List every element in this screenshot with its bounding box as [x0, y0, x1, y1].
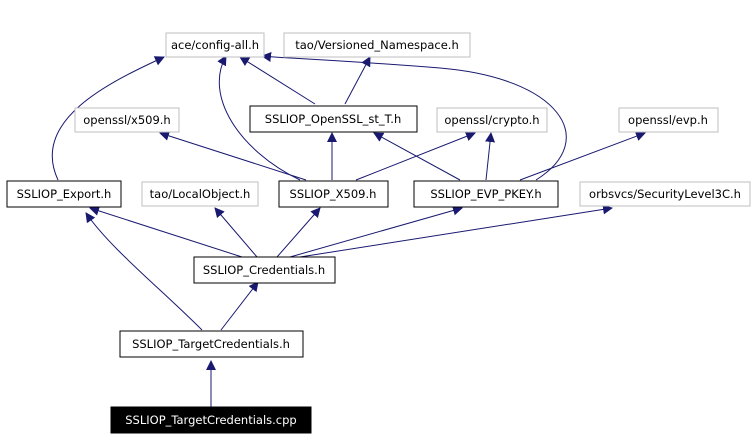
- node-label: tao/LocalObject.h: [150, 187, 251, 201]
- edge-x509-to-crypto: [355, 131, 476, 181]
- edge-targeth-to-credentials: [220, 281, 259, 331]
- node-openssl-x509[interactable]: openssl/x509.h: [74, 107, 180, 133]
- node-label: openssl/evp.h: [628, 113, 708, 127]
- node-label: SSLIOP_TargetCredentials.h: [132, 337, 290, 351]
- node-label: SSLIOP_Credentials.h: [203, 263, 325, 277]
- node-label: SSLIOP_TargetCredentials.cpp: [125, 413, 296, 427]
- node-openssl-crypto[interactable]: openssl/crypto.h: [436, 107, 548, 133]
- edge-evppkey-to-opensslst: [373, 132, 461, 181]
- edge-opensslst-to-versioned: [344, 56, 371, 105]
- edge-credentials-to-x509: [276, 207, 321, 258]
- node-ssliop-x509[interactable]: SSLIOP_X509.h: [278, 180, 389, 208]
- edge-credentials-to-export: [89, 206, 243, 258]
- node-label: openssl/crypto.h: [444, 113, 539, 127]
- edge-evppkey-to-crypto: [485, 132, 496, 181]
- edge-export-to-config: [51, 56, 165, 181]
- edge-credentials-to-securitylevel3c: [299, 204, 613, 258]
- edge-evppkey-to-config: [261, 52, 567, 181]
- node-label: orbsvcs/SecurityLevel3C.h: [589, 187, 741, 201]
- node-label: SSLIOP_EVP_PKEY.h: [430, 187, 541, 201]
- node-ssliop-targetcredentials-cpp[interactable]: SSLIOP_TargetCredentials.cpp: [110, 406, 312, 434]
- node-tao-versioned-namespace[interactable]: tao/Versioned_Namespace.h: [283, 32, 471, 58]
- edge-credentials-to-evppkey: [289, 205, 463, 258]
- node-ssliop-evp-pkey[interactable]: SSLIOP_EVP_PKEY.h: [413, 180, 559, 208]
- edge-opensslst-to-config: [239, 56, 316, 105]
- node-label: SSLIOP_X509.h: [290, 187, 377, 201]
- node-label: openssl/x509.h: [83, 113, 170, 127]
- node-label: tao/Versioned_Namespace.h: [295, 38, 459, 52]
- node-tao-localobject[interactable]: tao/LocalObject.h: [141, 181, 259, 207]
- edge-x509-to-openssl-x509: [159, 130, 307, 181]
- node-ace-config-all[interactable]: ace/config-all.h: [165, 32, 265, 58]
- node-label: ace/config-all.h: [171, 38, 259, 52]
- node-openssl-evp[interactable]: openssl/evp.h: [618, 107, 719, 133]
- node-label: SSLIOP_OpenSSL_st_T.h: [265, 112, 401, 126]
- edge-targeth-to-export: [85, 212, 203, 331]
- edge-credentials-to-localobject: [214, 207, 258, 258]
- node-ssliop-targetcredentials-h[interactable]: SSLIOP_TargetCredentials.h: [119, 330, 304, 358]
- node-orbsvcs-securitylevel3c[interactable]: orbsvcs/SecurityLevel3C.h: [579, 181, 751, 207]
- edge-x509-to-config: [217, 55, 301, 181]
- edge-evppkey-to-evp: [519, 131, 646, 181]
- node-ssliop-credentials[interactable]: SSLIOP_Credentials.h: [193, 256, 336, 284]
- node-label: SSLIOP_Export.h: [17, 187, 112, 201]
- node-ssliop-export[interactable]: SSLIOP_Export.h: [6, 180, 122, 208]
- node-ssliop-openssl-st-t[interactable]: SSLIOP_OpenSSL_st_T.h: [249, 105, 418, 133]
